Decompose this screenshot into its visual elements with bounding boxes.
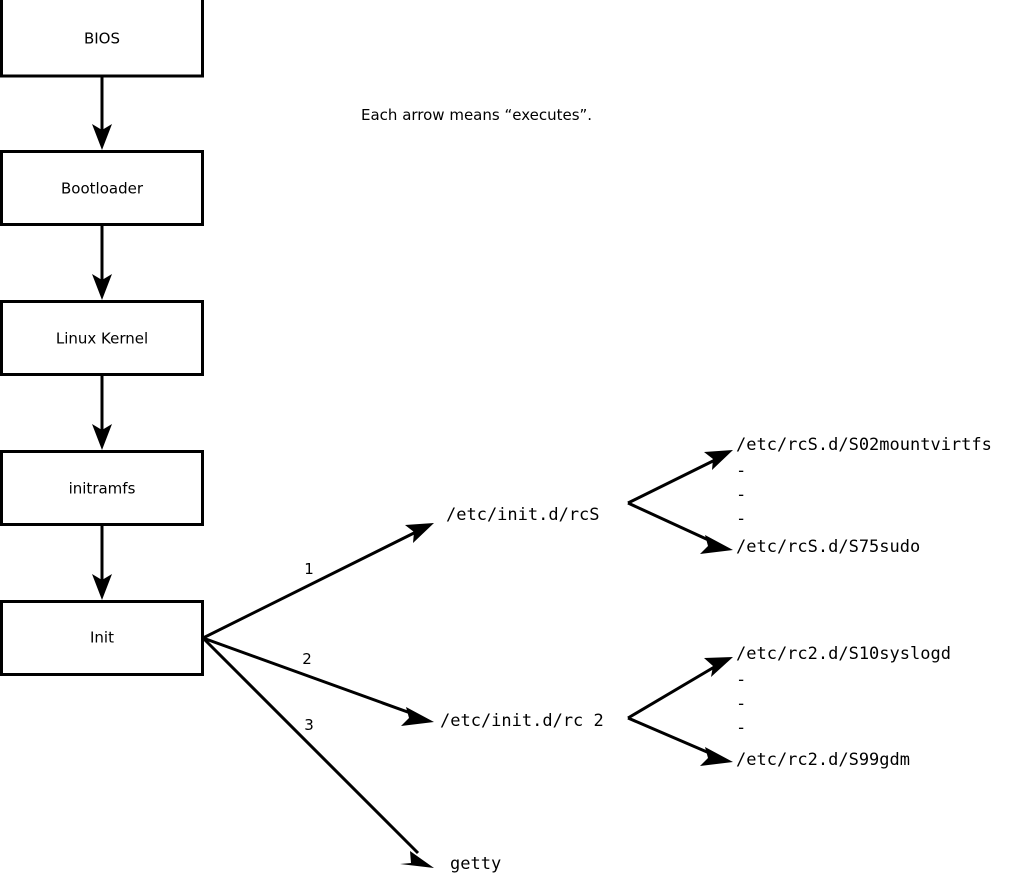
box-label-initramfs: initramfs	[69, 480, 136, 498]
edge-number-3: 3	[304, 716, 314, 734]
box-initramfs[interactable]: initramfs	[0, 450, 204, 526]
init-fanout-arrows: 1 2 3	[201, 523, 434, 868]
arrow-rcs-to-last-script	[627, 501, 733, 554]
rcs-script-last[interactable]: /etc/rcS.d/S75sudo	[736, 537, 920, 557]
box-label-bios: BIOS	[84, 30, 120, 48]
arrow-rc2-to-last-script	[627, 716, 733, 766]
box-bios[interactable]: BIOS	[0, 0, 204, 78]
arrow-init-to-rc2	[202, 636, 434, 726]
rcs-script-first[interactable]: /etc/rcS.d/S02mountvirtfs	[736, 435, 992, 455]
arrow-init-to-getty	[201, 636, 434, 868]
chain-connectors	[92, 76, 112, 600]
edge-number-1: 1	[304, 560, 314, 578]
box-bootloader[interactable]: Bootloader	[0, 150, 204, 226]
diagram-caption: Each arrow means “executes”.	[361, 106, 592, 124]
arrow-init-to-rcs	[202, 523, 434, 640]
arrow-initramfs-to-init	[92, 526, 112, 600]
box-init[interactable]: Init	[0, 600, 204, 676]
rc2-script-list: /etc/rc2.d/S10syslogd - - - /etc/rc2.d/S…	[736, 644, 951, 770]
arrow-rc2-to-first-script	[627, 657, 733, 720]
edge-number-2: 2	[302, 650, 312, 668]
stage-label-rc2[interactable]: /etc/init.d/rc 2	[440, 711, 604, 731]
stage-label-rcs[interactable]: /etc/init.d/rcS	[446, 505, 600, 525]
box-label-linux-kernel: Linux Kernel	[56, 330, 148, 348]
box-label-init: Init	[90, 629, 114, 647]
rc2-script-first[interactable]: /etc/rc2.d/S10syslogd	[736, 644, 951, 664]
rc2-script-last[interactable]: /etc/rc2.d/S99gdm	[736, 750, 910, 770]
rc2-fork-arrows	[627, 657, 733, 766]
rc2-ellipsis-dash-1: -	[736, 670, 746, 690]
rcs-ellipsis-dash-2: -	[736, 485, 746, 505]
arrow-rcs-to-first-script	[627, 450, 733, 505]
arrow-kernel-to-initramfs	[92, 376, 112, 450]
rcs-ellipsis-dash-3: -	[736, 509, 746, 529]
box-linux-kernel[interactable]: Linux Kernel	[0, 300, 204, 376]
arrow-bootloader-to-kernel	[92, 226, 112, 300]
rcs-fork-arrows	[627, 450, 733, 554]
rcs-script-list: /etc/rcS.d/S02mountvirtfs - - - /etc/rcS…	[736, 435, 992, 557]
rc2-ellipsis-dash-3: -	[736, 718, 746, 738]
rcs-ellipsis-dash-1: -	[736, 461, 746, 481]
arrow-bios-to-bootloader	[92, 76, 112, 150]
rc2-ellipsis-dash-2: -	[736, 694, 746, 714]
stage-label-getty[interactable]: getty	[450, 854, 501, 874]
box-label-bootloader: Bootloader	[61, 180, 144, 198]
